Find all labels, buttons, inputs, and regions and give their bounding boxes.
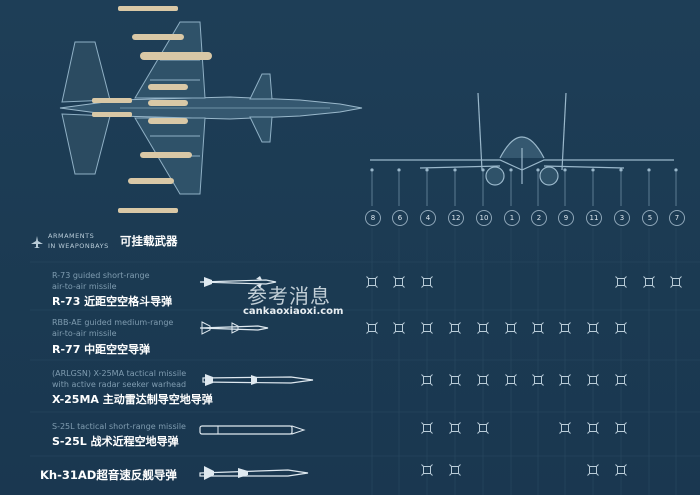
weapon-5-name: Kh-31AD超音速反舰导弹 bbox=[40, 468, 177, 482]
missile-x25ma-icon bbox=[202, 374, 314, 386]
pylon-compat-mark bbox=[421, 464, 433, 476]
pylon-compat-mark bbox=[587, 422, 599, 434]
weapon-2-name: R-77 中距空空导弹 bbox=[52, 343, 151, 356]
pylon-attach-dot bbox=[453, 168, 457, 172]
pylon-compat-mark bbox=[421, 322, 433, 334]
pylon-compat-mark bbox=[505, 322, 517, 334]
weapon-2-sub-2: air-to-air missile bbox=[52, 329, 117, 338]
pylon-number: 8 bbox=[365, 210, 381, 226]
pylon-number: 9 bbox=[558, 210, 574, 226]
pylon-attach-dot bbox=[509, 168, 513, 172]
pylon-compat-mark bbox=[366, 322, 378, 334]
header-label-en-1: ARMAMENTS bbox=[48, 232, 95, 240]
pylon-number: 12 bbox=[448, 210, 464, 226]
pylon-compat-mark bbox=[615, 422, 627, 434]
pylon-attach-dot bbox=[370, 168, 374, 172]
pylon-compat-mark bbox=[615, 322, 627, 334]
pylon-compat-mark bbox=[449, 422, 461, 434]
pylon-compat-mark bbox=[559, 422, 571, 434]
pylon-compat-mark bbox=[670, 276, 682, 288]
pylon-number: 6 bbox=[392, 210, 408, 226]
pylon-compat-mark bbox=[532, 374, 544, 386]
pylon-compat-mark bbox=[615, 276, 627, 288]
pylon-compat-mark bbox=[587, 374, 599, 386]
pylon-compat-mark bbox=[615, 464, 627, 476]
pylon-compat-mark bbox=[643, 276, 655, 288]
pylon-attach-dot bbox=[563, 168, 567, 172]
pylon-compat-mark bbox=[421, 422, 433, 434]
weapon-4-name: S-25L 战术近程空地导弹 bbox=[52, 435, 179, 448]
pylon-compat-mark bbox=[449, 322, 461, 334]
weapon-3-sub-1: (ARLGSN) X-25MA tactical missile bbox=[52, 369, 187, 378]
pylon-attach-dot bbox=[619, 168, 623, 172]
pylon-number: 10 bbox=[476, 210, 492, 226]
pylon-compat-mark bbox=[505, 374, 517, 386]
watermark-url: cankaoxiaoxi.com bbox=[243, 306, 344, 317]
pylon-compat-mark bbox=[559, 374, 571, 386]
pylon-compat-mark bbox=[421, 374, 433, 386]
pylon-compat-mark bbox=[559, 322, 571, 334]
weapon-3-sub-2: with active radar seeker warhead bbox=[52, 380, 187, 389]
pylon-compat-mark bbox=[477, 322, 489, 334]
pylon-number: 5 bbox=[642, 210, 658, 226]
pylon-number: 11 bbox=[586, 210, 602, 226]
pylon-number: 3 bbox=[614, 210, 630, 226]
missile-s25l-icon bbox=[199, 425, 306, 435]
weapon-1-sub-2: air-to-air missile bbox=[52, 282, 117, 291]
weapon-3-name: X-25MA 主动雷达制导空地导弹 bbox=[52, 393, 213, 406]
jet-icon bbox=[31, 236, 43, 248]
pylon-attach-dot bbox=[591, 168, 595, 172]
pylon-compat-mark bbox=[477, 374, 489, 386]
pylon-compat-mark bbox=[421, 276, 433, 288]
pylon-attach-dot bbox=[425, 168, 429, 172]
pylon-attach-dot bbox=[536, 168, 540, 172]
pylon-compat-mark bbox=[532, 322, 544, 334]
aircraft-front-view bbox=[370, 92, 674, 186]
pylon-compat-mark bbox=[393, 322, 405, 334]
weapon-2-sub-1: RBB-AE guided medium-range bbox=[52, 318, 174, 327]
missile-r73-icon bbox=[199, 276, 277, 288]
weapon-1-name: R-73 近距空空格斗导弹 bbox=[52, 295, 173, 308]
pylon-compat-mark bbox=[393, 276, 405, 288]
pylon-attach-dot bbox=[397, 168, 401, 172]
header-label-en-2: IN WEAPONBAYS bbox=[48, 242, 109, 250]
weapon-1-sub-1: R-73 guided short-range bbox=[52, 271, 150, 280]
missile-kh31ad-icon bbox=[199, 466, 309, 480]
pylon-number: 4 bbox=[420, 210, 436, 226]
pylon-compat-mark bbox=[477, 422, 489, 434]
watermark-logo: 参考消息 bbox=[247, 284, 331, 308]
pylon-number: 1 bbox=[504, 210, 520, 226]
header-label-cn: 可挂载武器 bbox=[120, 234, 178, 248]
aircraft-top-view bbox=[59, 6, 363, 213]
pylon-number: 7 bbox=[669, 210, 685, 226]
pylon-compat-mark bbox=[587, 322, 599, 334]
pylon-compat-mark bbox=[449, 464, 461, 476]
weapon-4-sub-1: S-25L tactical short-range missile bbox=[52, 422, 186, 431]
pylon-compat-mark bbox=[366, 276, 378, 288]
pylon-attach-dot bbox=[647, 168, 651, 172]
pylon-number: 2 bbox=[531, 210, 547, 226]
pylon-compat-mark bbox=[615, 374, 627, 386]
pylon-compat-mark bbox=[587, 464, 599, 476]
missile-r77-icon bbox=[199, 321, 269, 335]
pylon-compat-mark bbox=[449, 374, 461, 386]
pylon-attach-dot bbox=[674, 168, 678, 172]
